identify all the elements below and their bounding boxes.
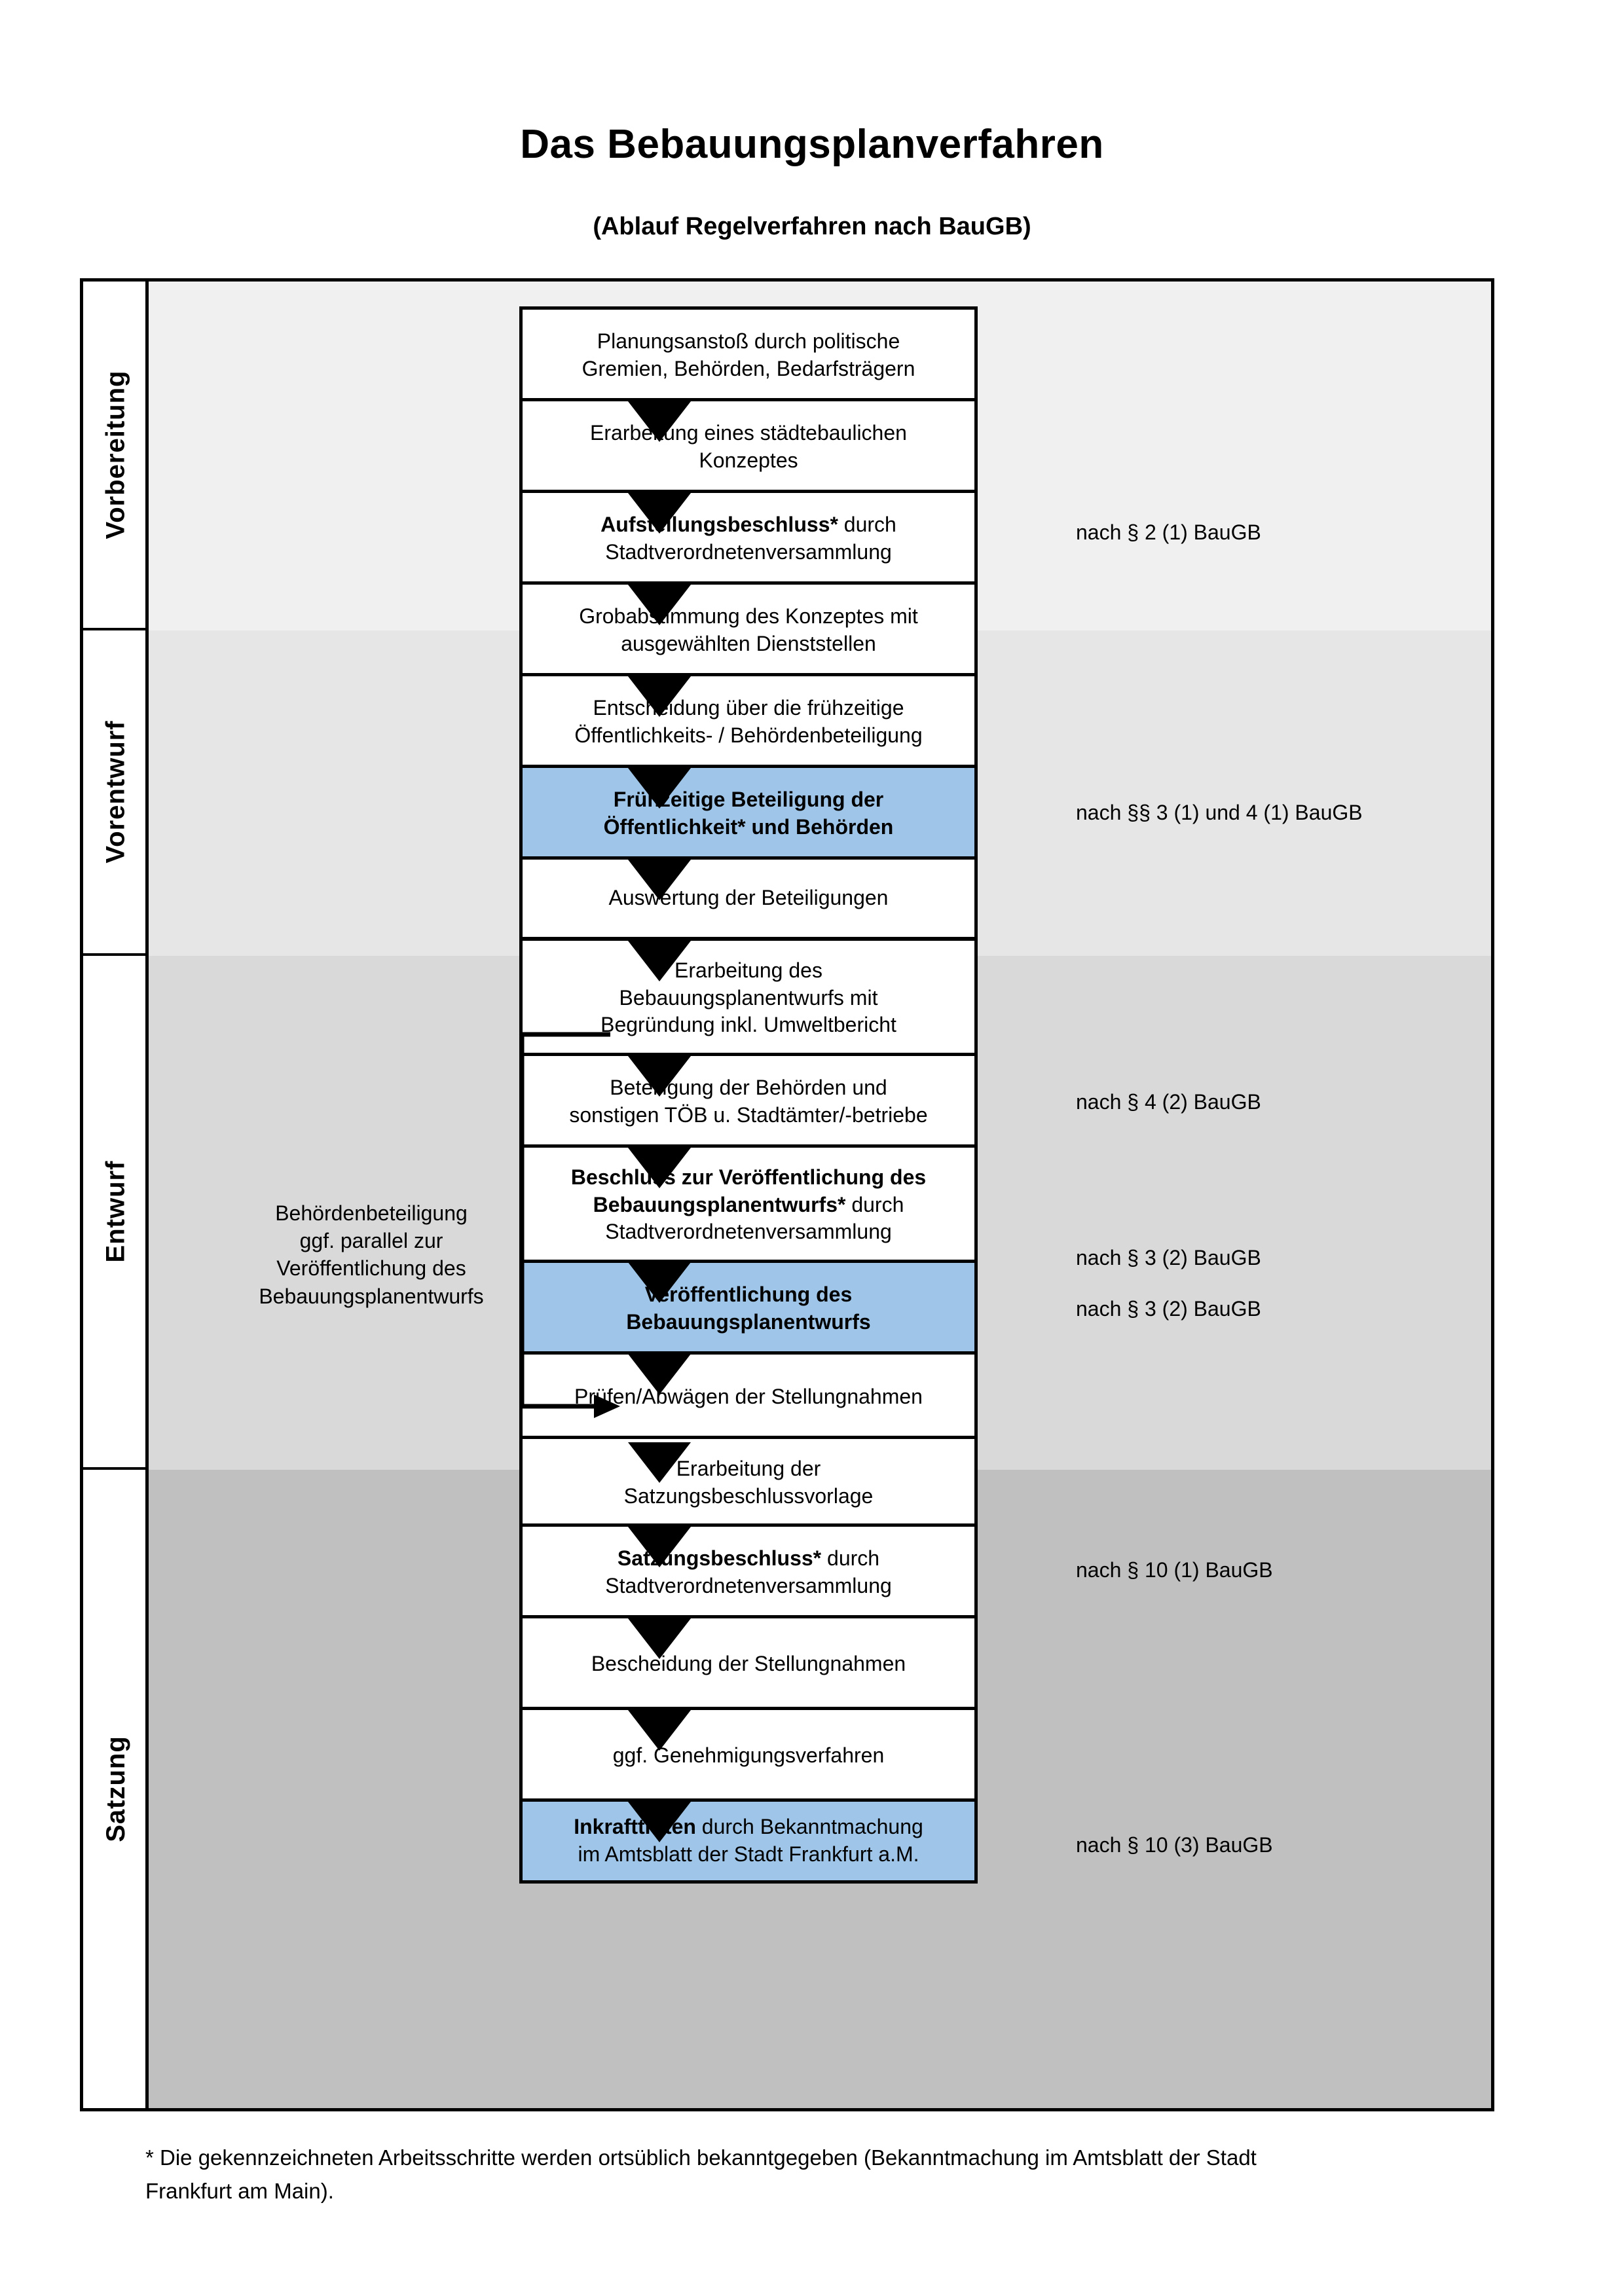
step-line: Erarbeitung des bbox=[674, 958, 822, 983]
footnote: * Die gekennzeichneten Arbeitsschritte w… bbox=[145, 2141, 1494, 2208]
phase-label-text: Vorbereitung bbox=[101, 370, 130, 539]
step-line: Erarbeitung der bbox=[676, 1456, 821, 1480]
footnote-line: * Die gekennzeichneten Arbeitsschritte w… bbox=[145, 2145, 1257, 2170]
annotation-line: Bebauungsplanentwurfs bbox=[259, 1284, 484, 1308]
legal-reference-paragraph-3-1-4-1: nach §§ 3 (1) und 4 (1) BauGB bbox=[1076, 801, 1363, 824]
step-line: Öffentlichkeit* und Behörden bbox=[603, 815, 894, 839]
process-step-grobabstimmung[interactable]: Grobabstimmung des Konzeptes mit ausgewä… bbox=[519, 581, 978, 680]
step-line: sonstigen TÖB u. Stadtämter/-betriebe bbox=[569, 1103, 928, 1127]
step-line: Konzeptes bbox=[699, 448, 798, 472]
step-line: Gremien, Behörden, Bedarfsträgern bbox=[581, 357, 915, 380]
process-step-beteiligung-behoerden-toeb[interactable]: Beteiligung der Behörden und sonstigen T… bbox=[519, 1053, 978, 1151]
process-step-fruehzeitige-beteiligung[interactable]: Frühzeitige Beteiligung der Öffentlichke… bbox=[519, 765, 978, 863]
legal-reference-paragraph-10-1: nach § 10 (1) BauGB bbox=[1076, 1558, 1273, 1582]
process-step-erarbeitung-bebauungsplanentwurf[interactable]: Erarbeitung des Bebauungsplanentwurfs mi… bbox=[519, 938, 978, 1059]
process-step-genehmigungsverfahren[interactable]: ggf. Genehmigungsverfahren bbox=[519, 1707, 978, 1805]
step-line-rest: durch bbox=[845, 1192, 904, 1216]
flow-arrow bbox=[628, 860, 691, 900]
flow-arrow bbox=[628, 493, 691, 534]
step-line: Satzungsbeschlussvorlage bbox=[623, 1484, 874, 1508]
legal-reference-paragraph-4-2: nach § 4 (2) BauGB bbox=[1076, 1090, 1261, 1114]
process-step-veroeffentlichung-entwurf[interactable]: Veröffentlichung des Bebauungsplanentwur… bbox=[519, 1260, 978, 1358]
process-step-pruefen-abwaegen[interactable]: Prüfen/Abwägen der Stellungnahmen bbox=[519, 1351, 978, 1442]
flow-arrow bbox=[628, 1802, 691, 1842]
process-step-planungsanstoss[interactable]: Planungsanstoß durch politische Gremien,… bbox=[519, 306, 978, 405]
annotation-line: Veröffentlichung des bbox=[276, 1256, 466, 1281]
step-line: Prüfen/Abwägen der Stellungnahmen bbox=[574, 1384, 923, 1408]
step-line: ausgewählten Dienststellen bbox=[621, 632, 876, 655]
process-step-entscheidung-fruehzeitige-beteiligung[interactable]: Entscheidung über die frühzeitige Öffent… bbox=[519, 673, 978, 771]
flow-arrow bbox=[628, 1710, 691, 1751]
flow-arrow bbox=[628, 676, 691, 717]
page-title: Das Bebauungsplanverfahren bbox=[520, 122, 1104, 167]
flow-arrow bbox=[628, 941, 691, 981]
process-step-bescheidung-stellungnahmen[interactable]: Bescheidung der Stellungnahmen bbox=[519, 1615, 978, 1713]
flow-arrow bbox=[628, 1618, 691, 1659]
legal-reference-paragraph-10-3: nach § 10 (3) BauGB bbox=[1076, 1833, 1273, 1857]
step-line-rest: durch Bekanntmachung bbox=[695, 1815, 923, 1839]
step-line: Planungsanstoß durch politische bbox=[597, 329, 900, 354]
page-subtitle: (Ablauf Regelverfahren nach BauGB) bbox=[593, 213, 1031, 240]
annotation-line: Behördenbeteiligung bbox=[275, 1201, 468, 1225]
footnote-line: Frankfurt am Main). bbox=[145, 2179, 334, 2204]
phase-label-vorentwurf: Vorentwurf bbox=[83, 630, 149, 956]
flowchart-frame: Vorbereitung Vorentwurf Entwurf Satzung … bbox=[80, 278, 1494, 2111]
step-line-rest: durch bbox=[821, 1546, 880, 1571]
flow-arrow bbox=[628, 1442, 691, 1483]
flow-arrow bbox=[628, 1527, 691, 1567]
step-line-bold: Bebauungsplanentwurfs* bbox=[593, 1192, 846, 1216]
step-line: Stadtverordnetenversammlung bbox=[605, 1220, 892, 1244]
process-step-beschluss-veroeffentlichung[interactable]: Beschluss zur Veröffentlichung des Bebau… bbox=[519, 1144, 978, 1266]
step-line: im Amtsblatt der Stadt Frankfurt a.M. bbox=[578, 1842, 919, 1866]
flow-arrow bbox=[628, 1354, 691, 1394]
process-step-staedtebauliches-konzept[interactable]: Erarbeitung eines städtebaulichen Konzep… bbox=[519, 398, 978, 496]
legal-reference-paragraph-2-1: nach § 2 (1) BauGB bbox=[1076, 520, 1261, 544]
process-step-inkrafttreten[interactable]: Inkrafttreten durch Bekanntmachung im Am… bbox=[519, 1798, 978, 1884]
flow-arrow bbox=[628, 1148, 691, 1188]
step-line: Bebauungsplanentwurfs mit bbox=[619, 985, 878, 1010]
phase-label-entwurf: Entwurf bbox=[83, 956, 149, 1470]
step-line: Beschluss zur Veröffentlichung des bbox=[570, 1165, 927, 1190]
phase-label-vorbereitung: Vorbereitung bbox=[83, 282, 149, 630]
step-line: Inkrafttreten durch Bekanntmachung bbox=[574, 1813, 923, 1841]
phase-label-satzung: Satzung bbox=[83, 1470, 149, 2108]
step-line: Bebauungsplanentwurfs bbox=[626, 1310, 871, 1334]
process-step-satzungsbeschluss[interactable]: Satzungsbeschluss* durch Stadtverordnete… bbox=[519, 1523, 978, 1622]
process-step-aufstellungsbeschluss[interactable]: Aufstellungsbeschluss* durch Stadtverord… bbox=[519, 490, 978, 588]
side-annotation-behoerdenbeteiligung: Behördenbeteiligung ggf. parallel zur Ve… bbox=[201, 1199, 542, 1310]
legal-reference-paragraph-3-2-b: nach § 3 (2) BauGB bbox=[1076, 1297, 1261, 1321]
process-step-erarbeitung-satzungsvorlage[interactable]: Erarbeitung der Satzungsbeschlussvorlage bbox=[519, 1436, 978, 1529]
phase-label-text: Satzung bbox=[101, 1736, 130, 1842]
step-line: Öffentlichkeits- / Behördenbeteiligung bbox=[574, 723, 923, 747]
flow-arrow bbox=[628, 768, 691, 809]
step-line: Bebauungsplanentwurfs* durch bbox=[593, 1192, 904, 1219]
phase-label-text: Vorentwurf bbox=[101, 720, 130, 864]
step-line: Stadtverordnetenversammlung bbox=[605, 540, 892, 564]
legal-reference-paragraph-3-2-a: nach § 3 (2) BauGB bbox=[1076, 1246, 1261, 1269]
phase-label-column: Vorbereitung Vorentwurf Entwurf Satzung bbox=[83, 282, 149, 2108]
flow-arrow bbox=[628, 585, 691, 625]
flow-arrow bbox=[628, 1262, 691, 1303]
step-line: Begründung inkl. Umweltbericht bbox=[600, 1013, 896, 1037]
flow-arrow bbox=[628, 401, 691, 442]
phase-label-text: Entwurf bbox=[101, 1160, 130, 1263]
flow-arrow bbox=[628, 1056, 691, 1097]
step-line-rest: durch bbox=[838, 513, 896, 537]
step-line: Stadtverordnetenversammlung bbox=[605, 1574, 892, 1597]
annotation-line: ggf. parallel zur bbox=[299, 1229, 443, 1253]
process-step-auswertung-beteiligungen[interactable]: Auswertung der Beteiligungen bbox=[519, 856, 978, 940]
